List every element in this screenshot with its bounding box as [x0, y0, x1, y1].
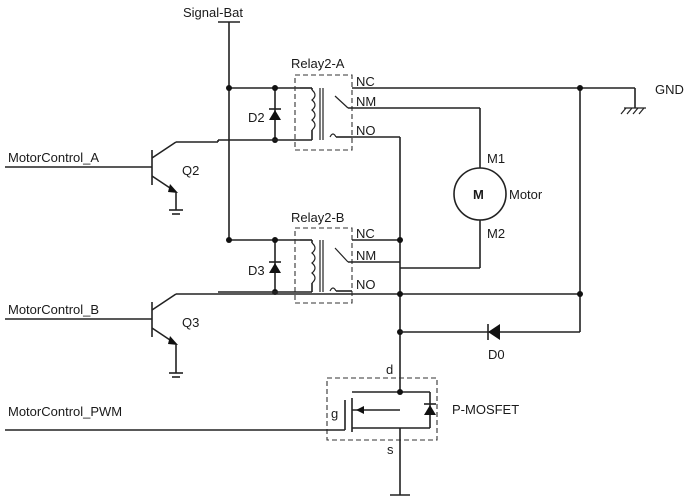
gnd-rail: [577, 85, 646, 332]
relay-a: [269, 74, 580, 151]
label-motor-symbol: M: [473, 187, 484, 202]
label-p-mosfet: P-MOSFET: [452, 402, 519, 417]
label-q3: Q3: [182, 315, 199, 330]
mosfet-outline: [326, 377, 438, 441]
label-relay-b: Relay2-B: [291, 210, 344, 225]
signal-bat-rail: [218, 21, 300, 243]
label-gate: g: [331, 406, 338, 421]
label-m1: M1: [487, 151, 505, 166]
diode-d0: [488, 324, 500, 340]
label-nc-b: NC: [356, 226, 375, 241]
transistor-q2: [5, 140, 219, 215]
label-no-b: NO: [356, 277, 376, 292]
drain-net: [397, 137, 580, 392]
relay-b-outline: [294, 227, 353, 304]
p-mosfet: [5, 377, 438, 496]
relay-a-outline: [294, 74, 353, 151]
label-d2: D2: [248, 110, 265, 125]
motor: [400, 108, 507, 269]
label-nm-a: NM: [356, 94, 376, 109]
label-motor-control-pwm: MotorControl_PWM: [8, 404, 122, 419]
label-motor-control-b: MotorControl_B: [8, 302, 99, 317]
label-q2: Q2: [182, 163, 199, 178]
label-d3: D3: [248, 263, 265, 278]
label-source: s: [387, 442, 394, 457]
label-nm-b: NM: [356, 248, 376, 263]
transistor-q3: [5, 293, 580, 378]
label-drain: d: [386, 362, 393, 377]
label-gnd: GND: [655, 82, 684, 97]
label-m2: M2: [487, 226, 505, 241]
label-motor-control-a: MotorControl_A: [8, 150, 99, 165]
label-nc-a: NC: [356, 74, 375, 89]
label-no-a: NO: [356, 123, 376, 138]
coil-return-wires: [218, 139, 312, 293]
label-motor: Motor: [509, 187, 543, 202]
label-signal-bat: Signal-Bat: [183, 5, 243, 20]
label-d0: D0: [488, 347, 505, 362]
label-relay-a: Relay2-A: [291, 56, 345, 71]
